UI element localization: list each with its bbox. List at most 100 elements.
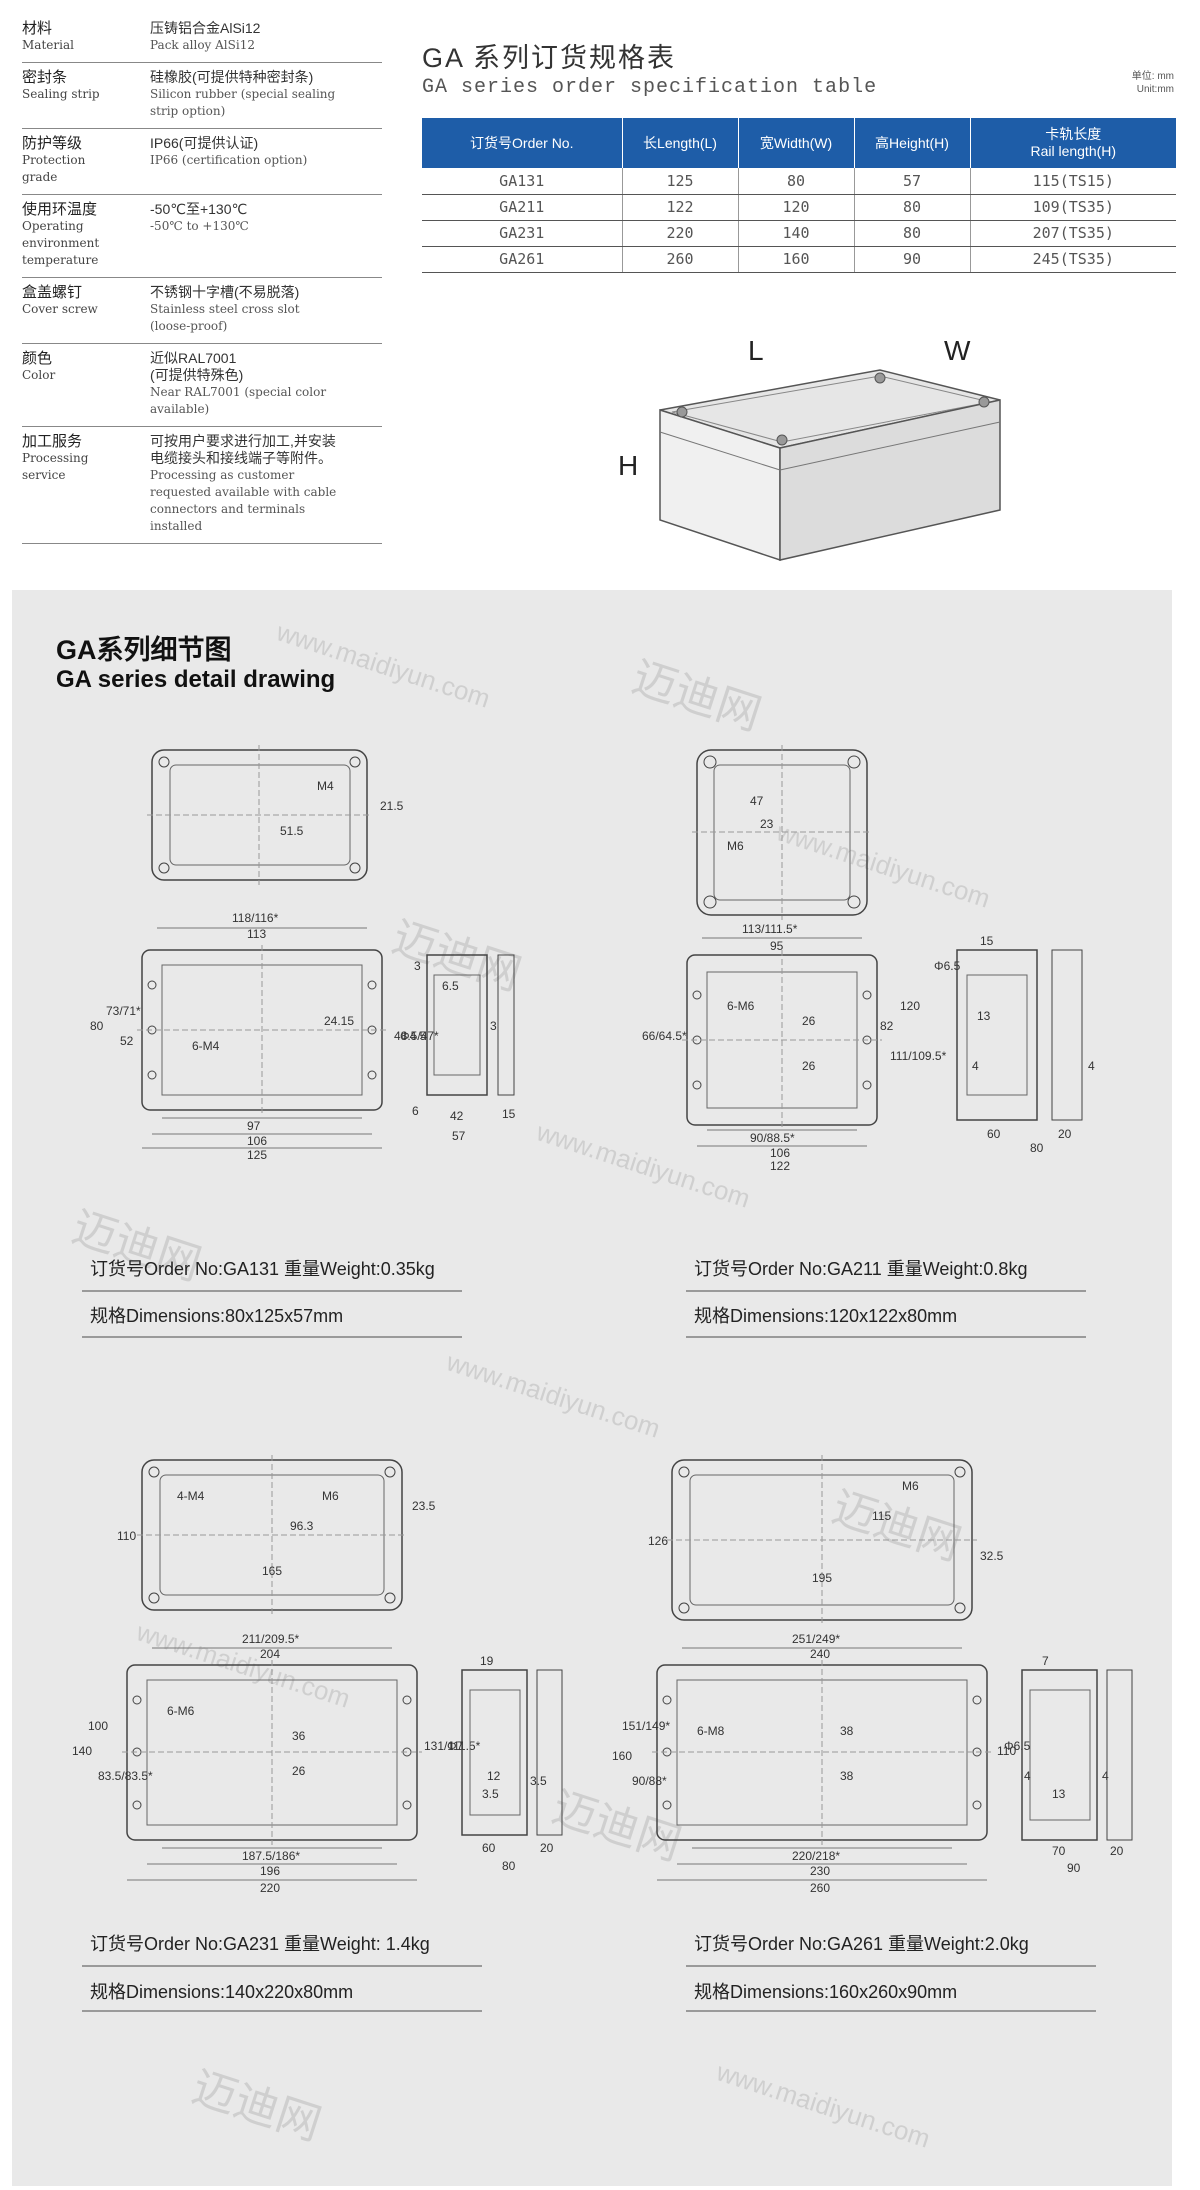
dim-label: 19 [480, 1654, 494, 1668]
drawing-ga231: 4-M4 M6 96.3 23.5 110 165 211/209.5* 204… [62, 1450, 582, 1900]
dim-label: 20 [1058, 1127, 1072, 1141]
dim-label: 52 [120, 1034, 134, 1048]
caption-divider [82, 1336, 462, 1338]
spec-label-en: Material [22, 38, 74, 52]
dim-label: 211/209.5* [242, 1632, 299, 1646]
dim-label: 7 [1042, 1654, 1049, 1668]
dim-label: 32.5 [980, 1549, 1004, 1563]
spec-value-cn: 硅橡胶(可提供特种密封条) [150, 69, 314, 85]
dim-label: 20 [1110, 1844, 1124, 1858]
dim-label: 95 [770, 939, 784, 953]
column-header: 长Length(L) [622, 118, 739, 168]
dim-label: 83.5/83.5* [98, 1769, 153, 1783]
table-cell: 160 [738, 246, 855, 273]
dim-label: 90/88.5* [750, 1131, 795, 1145]
drawing-ga131: 51.5 21.5 M4 118/116* 113 6-M4 24.15 48.… [62, 740, 542, 1160]
table-cell: 57 [854, 168, 971, 195]
spec-value-en: IP66 (certification option) [150, 153, 308, 167]
dim-label: 23.5 [412, 1499, 436, 1513]
dim-label: 60 [482, 1841, 496, 1855]
caption-divider [686, 1965, 1096, 1967]
dim-label: 15 [980, 934, 994, 948]
dim-label: 80 [90, 1019, 104, 1033]
dim-label: 110 [117, 1529, 136, 1543]
watermark-url: www.maidiyun.com [442, 1346, 664, 1444]
drawing-ga261: M6 115 32.5 126 195 251/249* 240 6-M8 38… [612, 1450, 1152, 1900]
dim-label: 70 [1052, 1844, 1066, 1858]
dim-label: 26 [802, 1059, 816, 1073]
dim-label: 251/249* [792, 1632, 840, 1646]
dim-label: 3.5 [530, 1774, 547, 1788]
column-header: 高Height(H) [854, 118, 971, 168]
dim-label: 126 [648, 1534, 668, 1548]
dim-label: 4 [1088, 1059, 1095, 1073]
dim-label: 90/88* [632, 1774, 667, 1788]
order-table-title-cn: GA 系列订货规格表 [422, 43, 677, 73]
table-cell: 122 [622, 194, 739, 221]
unit-label: 单位: mm Unit:mm [1131, 71, 1174, 95]
table-cell: 120 [738, 194, 855, 221]
detail-title-en: GA series detail drawing [56, 666, 336, 693]
dim-label: 36 [292, 1729, 306, 1743]
order-info-ga231: 订货号Order No:GA231 重量Weight: 1.4kg [90, 1934, 430, 1954]
spec-label-en: Protection grade [22, 153, 86, 184]
drawing-ga211: 47 23 M6 113/111.5* 95 6-M6 26 26 66/64.… [632, 740, 1152, 1170]
dim-label: 220 [260, 1881, 280, 1895]
dim-label: M6 [902, 1479, 919, 1493]
table-row: GA211 122 120 80 109(TS35) [422, 194, 1176, 221]
table-cell: 125 [622, 168, 739, 195]
dim-label: Φ7 [447, 1739, 464, 1753]
dim-label: 113 [247, 927, 266, 941]
watermark-url: www.maidiyun.com [712, 2056, 934, 2154]
dim-label: 120 [900, 999, 920, 1013]
table-cell: 80 [854, 220, 971, 247]
table-cell: GA131 [422, 168, 623, 195]
enclosure-3d-illustration [600, 330, 1020, 570]
spec-value-cn: -50℃至+130℃ [150, 201, 248, 217]
dim-label: 140 [72, 1744, 92, 1758]
spec-value-en: -50℃ to +130℃ [150, 219, 249, 233]
detail-title-cn: GA系列细节图 [56, 635, 232, 665]
dimensions-ga231: 规格Dimensions:140x220x80mm [90, 1982, 354, 2002]
dim-label: 51.5 [280, 824, 304, 838]
spec-value-en: Silicon rubber (special sealing strip op… [150, 87, 336, 118]
dim-label: 13 [1052, 1787, 1066, 1801]
spec-label-cn: 使用环温度 [22, 201, 98, 218]
spec-value-cn: 压铸铝合金AlSi12 [150, 20, 261, 36]
dim-label: Φ6.5 [934, 959, 961, 973]
spec-label-cn: 材料 [22, 20, 53, 37]
dim-label: 97 [247, 1119, 261, 1133]
spec-value-en: Processing as customer requested availab… [150, 468, 337, 533]
dim-label: 13 [977, 1009, 991, 1023]
caption-divider [686, 1336, 1086, 1338]
column-header: 宽Width(W) [738, 118, 855, 168]
dim-label: 82 [880, 1019, 894, 1033]
spec-label-en: Sealing strip [22, 87, 100, 101]
table-header-row: 订货号Order No. 长Length(L) 宽Width(W) 高Heigh… [422, 118, 1176, 168]
order-table-title-en: GA series order specification table [422, 76, 878, 99]
dim-label: 100 [88, 1719, 108, 1733]
dim-label: 66/64.5* [642, 1029, 687, 1043]
dim-label: 110 [997, 1744, 1016, 1758]
dim-label: 220/218* [792, 1849, 840, 1863]
spec-label-cn: 防护等级 [22, 135, 83, 152]
dim-label: 165 [262, 1564, 282, 1578]
dimensions-ga211: 规格Dimensions:120x122x80mm [694, 1306, 958, 1326]
column-header: 订货号Order No. [422, 118, 623, 168]
dim-label: M4 [317, 779, 334, 793]
dim-label: 151/149* [622, 1719, 670, 1733]
dim-label: 21.5 [380, 799, 404, 813]
spec-value-en: Near RAL7001 (special color available) [150, 385, 327, 416]
order-spec-table: 订货号Order No. 长Length(L) 宽Width(W) 高Heigh… [422, 118, 1176, 273]
dim-label: 118/116* [232, 911, 279, 925]
caption-divider [686, 1290, 1086, 1292]
dim-label: 240 [810, 1647, 830, 1661]
length-label: L [748, 335, 764, 366]
spec-value-cn: IP66(可提供认证) [150, 135, 259, 151]
dim-label: 6-M4 [192, 1039, 220, 1053]
spec-label-cn: 加工服务 [22, 433, 83, 450]
dim-label: 3 [414, 959, 421, 973]
